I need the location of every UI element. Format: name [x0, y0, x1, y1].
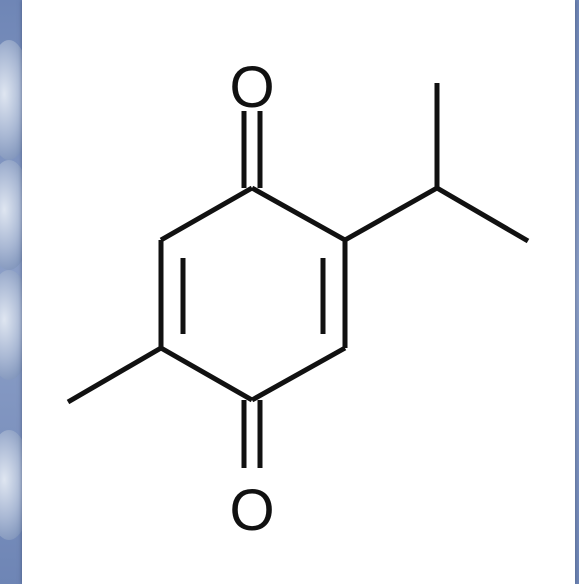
- isopropyl-bond: [343, 185, 439, 243]
- oxygen-label-bottom: O: [229, 478, 274, 543]
- ring-bond: [250, 185, 347, 243]
- isopropyl-methyl-bond: [435, 185, 530, 244]
- thymoquinone-structure-diagram: O O: [66, 55, 530, 543]
- ring-bond: [250, 345, 347, 403]
- ring-bond: [159, 185, 254, 243]
- oxygen-label-top: O: [229, 55, 274, 120]
- structure-card: O O: [22, 0, 575, 584]
- methyl-bond: [66, 345, 163, 405]
- ring-bond: [159, 345, 254, 403]
